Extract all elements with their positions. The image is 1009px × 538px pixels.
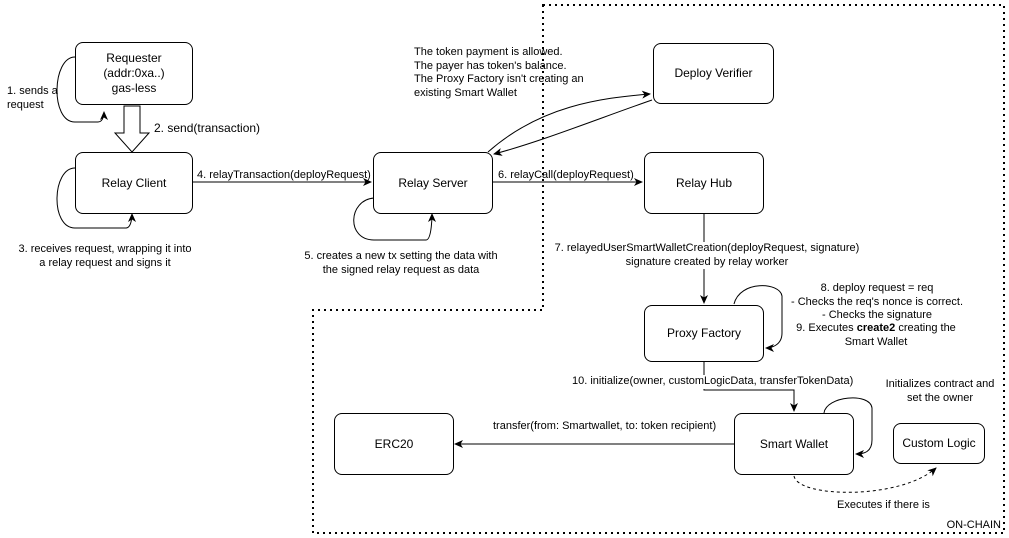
receives-request-label: 3. receives request, wrapping it into a …: [18, 243, 192, 269]
on-chain-boundary: [312, 4, 1005, 534]
executes-if-label: Executes if there is: [837, 499, 930, 511]
smart-wallet-node[interactable]: Smart Wallet: [734, 413, 854, 475]
executes-if-arrow: [793, 467, 937, 493]
deploy-verifier-label: Deploy Verifier: [674, 66, 753, 80]
relay-server-node[interactable]: Relay Server: [373, 152, 493, 214]
relay-transaction-label: 4. relayTransaction(deployRequest): [197, 169, 371, 181]
proxy-factory-node[interactable]: Proxy Factory: [644, 305, 764, 362]
relay-hub-label: Relay Hub: [675, 175, 733, 190]
creates-tx-label: 5. creates a new tx setting the data wit…: [304, 250, 498, 276]
init-contract-label: Initializes contract and set the owner: [885, 378, 995, 404]
custom-logic-label: Custom Logic: [902, 436, 976, 450]
relayed-creation-label: 7. relayedUserSmartWalletCreation(deploy…: [552, 242, 862, 269]
requester-gas-note: gas-less: [111, 81, 157, 95]
requester-name: Requester: [106, 51, 162, 65]
requester-address: (addr:0xa..): [103, 66, 165, 80]
smart-wallet-label: Smart Wallet: [759, 436, 829, 451]
erc20-label: ERC20: [374, 436, 414, 451]
receives-request-loop: [56, 167, 136, 229]
deploy-verifier-node[interactable]: Deploy Verifier: [653, 43, 774, 104]
sends-request-loop: [56, 56, 108, 123]
executes-create2-label: 9. Executes create2 creating the Smart W…: [796, 322, 956, 348]
erc20-node[interactable]: ERC20: [334, 413, 454, 475]
relay-hub-node[interactable]: Relay Hub: [644, 152, 764, 214]
creates-tx-loop: [353, 197, 436, 241]
custom-logic-node[interactable]: Custom Logic: [893, 423, 985, 464]
relay-server-label: Relay Server: [398, 175, 468, 190]
on-chain-label: ON-CHAIN: [947, 519, 1001, 531]
proxy-factory-label: Proxy Factory: [666, 326, 741, 340]
verifier-note-label: The token payment is allowed. The payer …: [414, 46, 584, 99]
verifier-to-server-arrow: [493, 99, 653, 156]
sends-request-label: 1. sends a request: [7, 85, 58, 111]
deploy-checks-label: 8. deploy request = req - Checks the req…: [790, 282, 964, 321]
relay-client-label: Relay Client: [101, 175, 167, 190]
send-transaction-arrow: [113, 105, 151, 153]
transfer-label: transfer(from: Smartwallet, to: token re…: [493, 420, 717, 432]
send-transaction-label: 2. send(transaction): [154, 121, 261, 135]
deploy-checks-loop: [733, 285, 783, 352]
init-contract-loop: [823, 397, 873, 458]
server-to-verifier-arrow: [487, 90, 651, 153]
requester-node[interactable]: Requester (addr:0xa..) gas-less: [75, 42, 193, 105]
relay-client-node[interactable]: Relay Client: [75, 152, 193, 214]
relay-call-label: 6. relayCall(deployRequest): [498, 169, 634, 181]
initialize-label: 10. initialize(owner, customLogicData, t…: [572, 375, 854, 389]
